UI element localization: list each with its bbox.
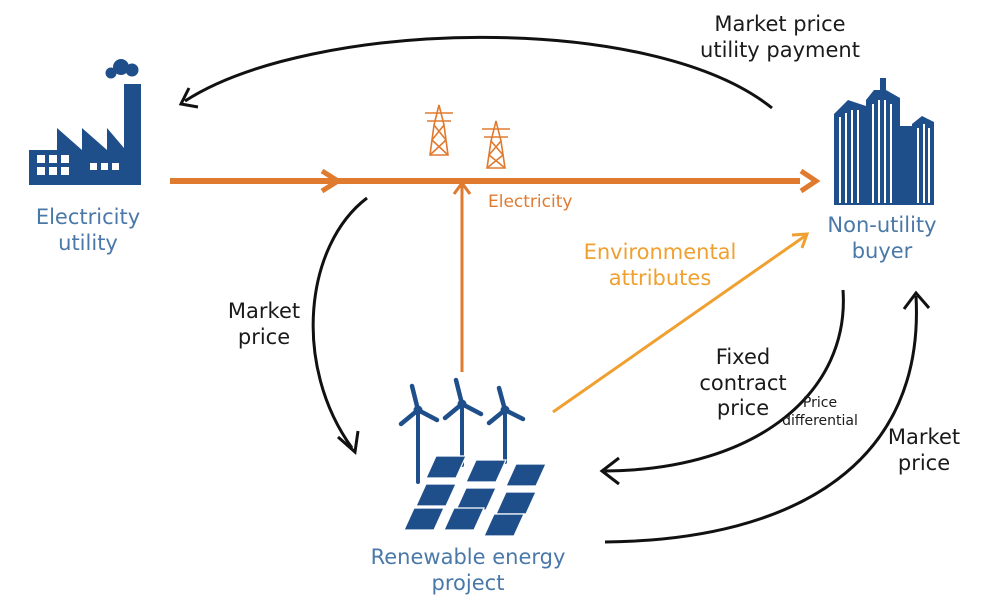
market-price-right-label: Market price — [878, 425, 970, 476]
transmission-tower-icon — [425, 104, 453, 156]
market-price-left-line1: Market — [227, 299, 301, 323]
project-electricity-arrow — [452, 180, 472, 372]
market-price-right-line2: price — [897, 450, 951, 475]
solar-panel-icon — [403, 455, 547, 537]
wind-turbine-icon — [398, 383, 440, 484]
utility-label-line2: utility — [58, 230, 118, 255]
environmental-attributes-line2: attributes — [608, 265, 712, 290]
utility-payment-label: Market price utility payment — [690, 12, 870, 63]
utility-payment-line1: Market price — [714, 12, 846, 36]
market-price-to-project-arrow — [311, 196, 368, 455]
market-price-left-line2: price — [237, 324, 291, 349]
fixed-contract-line1: Fixed — [715, 345, 771, 369]
utility-payment-line2: utility payment — [700, 37, 860, 62]
buyer-label-line2: buyer — [851, 238, 913, 263]
buyer-label-line1: Non-utility — [827, 213, 937, 237]
price-differential-line2: differential — [782, 413, 858, 430]
price-differential-line1: Price — [802, 395, 838, 411]
factory-icon — [29, 59, 141, 185]
environmental-attributes-line1: Environmental — [583, 240, 737, 264]
buyer-label: Non-utility buyer — [812, 213, 952, 264]
utility-label: Electricity utility — [26, 205, 150, 256]
transmission-tower-icon — [482, 120, 510, 169]
utility-payment-arrow — [178, 35, 773, 110]
environmental-attributes-label: Environmental attributes — [570, 240, 750, 291]
project-label: Renewable energy project — [353, 545, 583, 596]
wind-turbine-icon — [442, 377, 484, 467]
fixed-contract-line3: price — [716, 396, 770, 421]
environmental-attributes-arrow — [552, 232, 810, 414]
market-price-to-buyer-arrow — [604, 290, 931, 544]
fixed-contract-arrow — [599, 289, 845, 486]
electricity-label: Electricity — [488, 192, 573, 212]
price-differential-label: Price differential — [770, 394, 870, 430]
market-price-left-label: Market price — [218, 299, 310, 350]
fixed-contract-line2: contract — [699, 370, 787, 395]
utility-label-line1: Electricity — [35, 205, 141, 229]
project-label-line1: Renewable energy — [370, 545, 566, 569]
office-buildings-icon — [834, 78, 934, 205]
electricity-flow-arrow — [170, 168, 821, 194]
wind-turbine-icon — [486, 385, 526, 464]
market-price-right-line1: Market — [887, 425, 961, 449]
project-label-line2: project — [431, 570, 505, 595]
fixed-contract-label: Fixed contract price — [688, 345, 798, 422]
